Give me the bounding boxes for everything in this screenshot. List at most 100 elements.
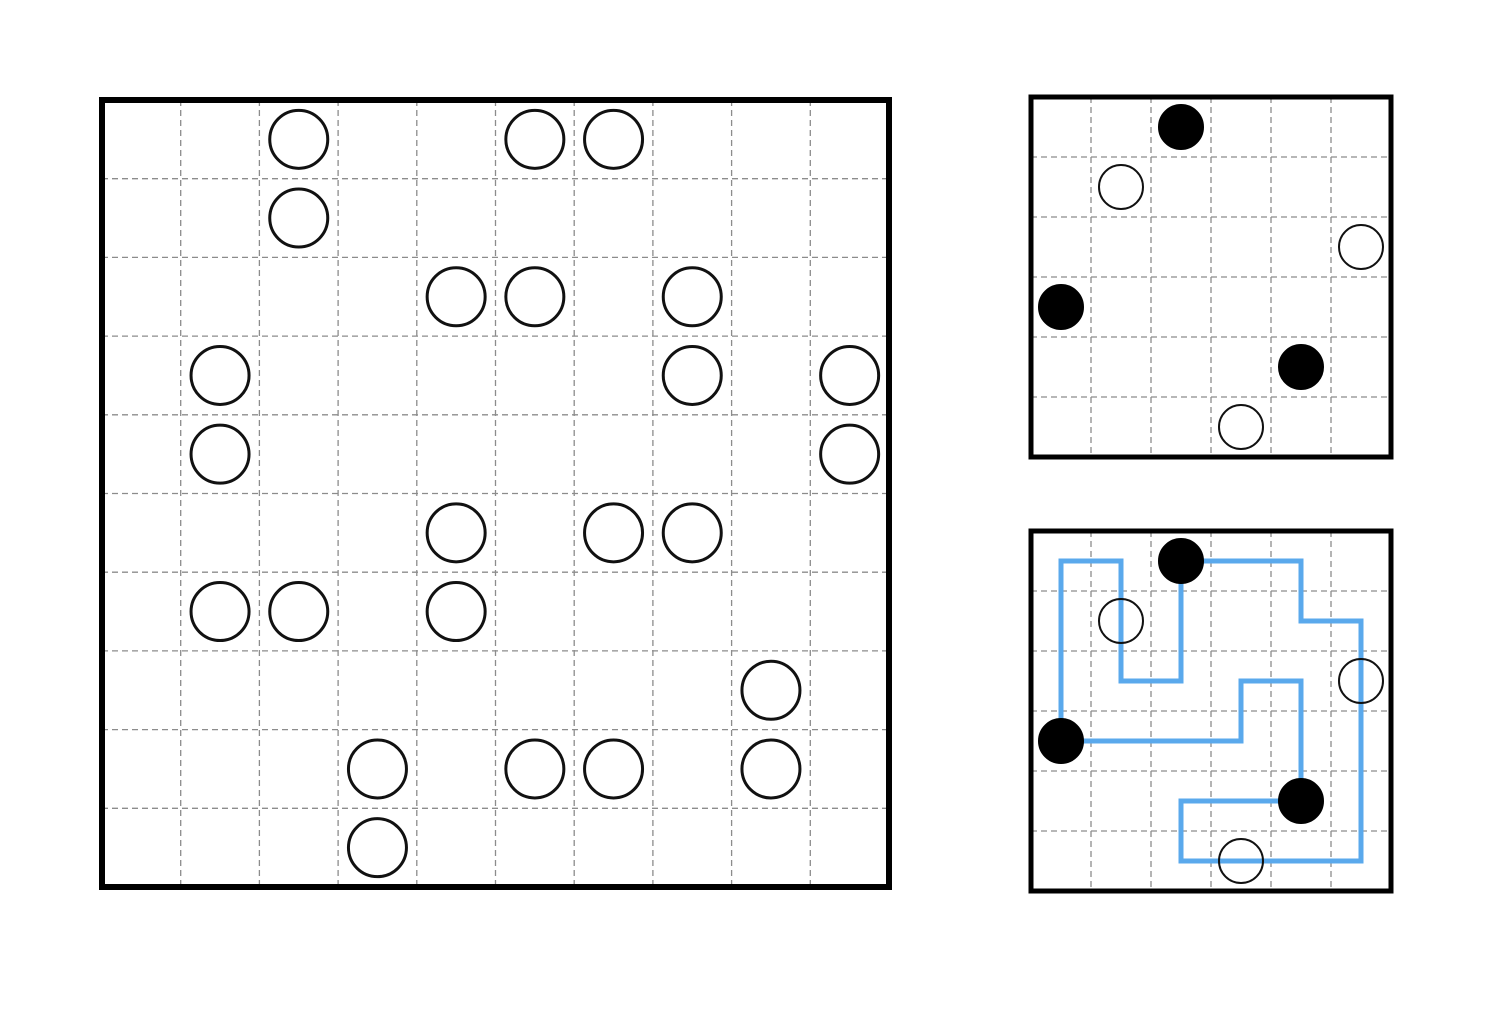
grid-cell[interactable]	[259, 494, 338, 573]
grid-cell[interactable]	[496, 179, 575, 258]
grid-cell[interactable]	[574, 336, 653, 415]
grid-cell[interactable]	[102, 572, 181, 651]
grid-cell[interactable]	[102, 808, 181, 887]
grid-cell[interactable]	[102, 336, 181, 415]
grid-cell[interactable]	[102, 730, 181, 809]
grid-cell[interactable]	[732, 415, 811, 494]
grid-cell[interactable]	[810, 730, 889, 809]
grid-cell[interactable]	[417, 651, 496, 730]
black-circle-clue	[1278, 344, 1324, 390]
main-puzzle-board[interactable]	[99, 97, 892, 890]
grid-cell[interactable]	[732, 257, 811, 336]
grid-cell[interactable]	[417, 100, 496, 179]
grid-cell[interactable]	[102, 100, 181, 179]
white-circle-clue	[268, 187, 330, 249]
grid-cell[interactable]	[259, 336, 338, 415]
board-frame	[1028, 94, 1394, 460]
grid-cell[interactable]	[653, 415, 732, 494]
grid-cell[interactable]	[732, 494, 811, 573]
grid-cell[interactable]	[653, 179, 732, 258]
grid-cell[interactable]	[653, 730, 732, 809]
grid-cell[interactable]	[417, 730, 496, 809]
grid-cell[interactable]	[810, 257, 889, 336]
white-circle-clue	[504, 266, 566, 328]
grid-cell[interactable]	[810, 179, 889, 258]
white-circle-clue	[583, 738, 645, 800]
white-circle-clue	[425, 502, 487, 564]
grid-cell[interactable]	[259, 257, 338, 336]
grid-cell[interactable]	[181, 257, 260, 336]
grid-cell[interactable]	[653, 572, 732, 651]
grid-cell[interactable]	[732, 100, 811, 179]
white-circle-clue	[1098, 164, 1144, 210]
grid-cell[interactable]	[181, 730, 260, 809]
grid-cell[interactable]	[574, 572, 653, 651]
white-circle-clue	[189, 581, 251, 643]
grid-cell[interactable]	[810, 808, 889, 887]
grid-cell[interactable]	[102, 415, 181, 494]
grid-cell[interactable]	[496, 494, 575, 573]
grid-cell[interactable]	[181, 179, 260, 258]
grid-cell[interactable]	[259, 808, 338, 887]
grid-cell[interactable]	[338, 179, 417, 258]
example-solution-board	[1028, 528, 1394, 894]
white-circle-clue	[1338, 224, 1384, 270]
grid-cell[interactable]	[417, 179, 496, 258]
grid-cell[interactable]	[417, 808, 496, 887]
white-circle-clue	[583, 502, 645, 564]
grid-cell[interactable]	[338, 336, 417, 415]
grid-cell[interactable]	[653, 100, 732, 179]
grid-cell[interactable]	[417, 336, 496, 415]
grid-cell[interactable]	[338, 572, 417, 651]
grid-cell[interactable]	[496, 572, 575, 651]
board-frame	[1028, 528, 1394, 894]
grid-cell[interactable]	[732, 179, 811, 258]
black-circle-clue	[1278, 778, 1324, 824]
white-circle-clue	[504, 738, 566, 800]
grid-cell[interactable]	[810, 100, 889, 179]
grid-cell[interactable]	[732, 572, 811, 651]
grid-cell[interactable]	[181, 651, 260, 730]
grid-cell[interactable]	[102, 494, 181, 573]
grid-cell[interactable]	[653, 651, 732, 730]
white-circle-clue	[661, 344, 723, 406]
grid-cell[interactable]	[810, 572, 889, 651]
grid-cell[interactable]	[338, 257, 417, 336]
grid-cell[interactable]	[102, 179, 181, 258]
grid-cell[interactable]	[810, 651, 889, 730]
solution-loop-path	[1058, 558, 1364, 864]
grid-cell[interactable]	[338, 100, 417, 179]
grid-cell[interactable]	[496, 808, 575, 887]
grid-cell[interactable]	[181, 808, 260, 887]
grid-cell[interactable]	[732, 808, 811, 887]
grid-cell[interactable]	[181, 100, 260, 179]
grid-cell[interactable]	[338, 651, 417, 730]
grid-cell[interactable]	[574, 651, 653, 730]
grid-cell[interactable]	[574, 257, 653, 336]
grid-cell[interactable]	[417, 415, 496, 494]
white-circle-clue	[740, 659, 802, 721]
white-circle-clue	[661, 266, 723, 328]
white-circle-clue	[425, 266, 487, 328]
grid-cell[interactable]	[574, 415, 653, 494]
white-circle-clue	[425, 581, 487, 643]
white-circle-clue	[504, 108, 566, 170]
grid-cell[interactable]	[574, 808, 653, 887]
grid-cell[interactable]	[338, 415, 417, 494]
white-circle-clue	[819, 423, 881, 485]
grid-cell[interactable]	[496, 336, 575, 415]
grid-cell[interactable]	[338, 494, 417, 573]
grid-cell[interactable]	[496, 415, 575, 494]
grid-cell[interactable]	[653, 808, 732, 887]
grid-cell[interactable]	[732, 336, 811, 415]
grid-cell[interactable]	[181, 494, 260, 573]
grid-cell[interactable]	[810, 494, 889, 573]
grid-cell[interactable]	[259, 730, 338, 809]
white-circle-clue	[1218, 838, 1264, 884]
grid-cell[interactable]	[574, 179, 653, 258]
grid-cell[interactable]	[102, 651, 181, 730]
grid-cell[interactable]	[259, 651, 338, 730]
grid-cell[interactable]	[496, 651, 575, 730]
grid-cell[interactable]	[259, 415, 338, 494]
grid-cell[interactable]	[102, 257, 181, 336]
